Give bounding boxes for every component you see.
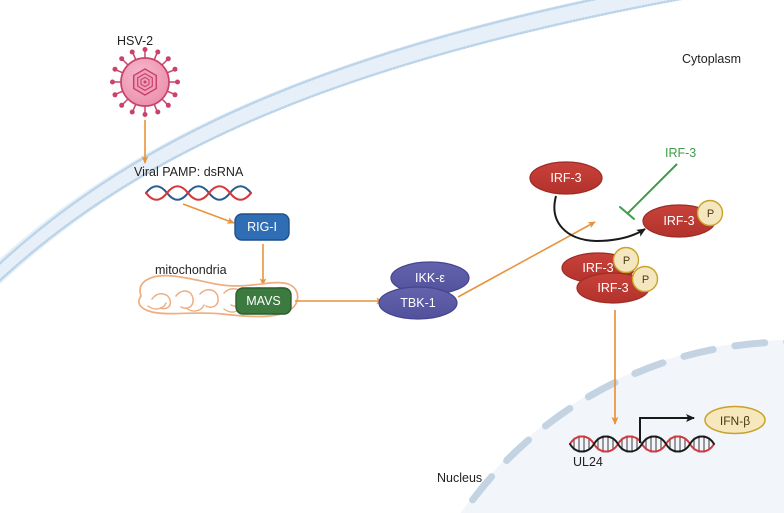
mitochondria-label: mitochondria xyxy=(155,263,227,277)
hsv2-label: HSV-2 xyxy=(117,34,154,48)
nucleus-label: Nucleus xyxy=(437,471,483,485)
node-ifnb-product[interactable] xyxy=(704,405,766,435)
nucleus-body xyxy=(460,340,784,513)
node-mavs[interactable] xyxy=(235,287,292,315)
node-irf3-inactive[interactable] xyxy=(529,161,603,195)
hsv2-virion xyxy=(110,47,180,117)
edge-dsrna-to-rigi xyxy=(182,203,235,224)
ul24-label: IRF-3 xyxy=(665,146,697,160)
dsrna-helix xyxy=(144,185,253,201)
edge-irf3-to-phospho-irf3 xyxy=(553,195,646,243)
nucleus-compartment xyxy=(458,338,784,513)
node-rigi[interactable] xyxy=(234,213,290,241)
edge-ul24-inhibition xyxy=(619,163,678,220)
phosphate-icon xyxy=(696,199,724,227)
dsrna-label: Viral PAMP: dsRNA xyxy=(134,165,244,179)
ifnb-promoter-label: UL24 xyxy=(573,455,603,469)
plasma-membrane xyxy=(0,0,683,285)
edge-promoter-to-ifnb xyxy=(639,414,695,443)
ifnb-promoter-dna xyxy=(569,435,715,453)
phosphate-icon xyxy=(631,265,659,293)
cytoplasm-label: Cytoplasm xyxy=(682,52,742,66)
node-tbk1[interactable] xyxy=(378,286,458,320)
phosphate-icon xyxy=(612,246,640,274)
